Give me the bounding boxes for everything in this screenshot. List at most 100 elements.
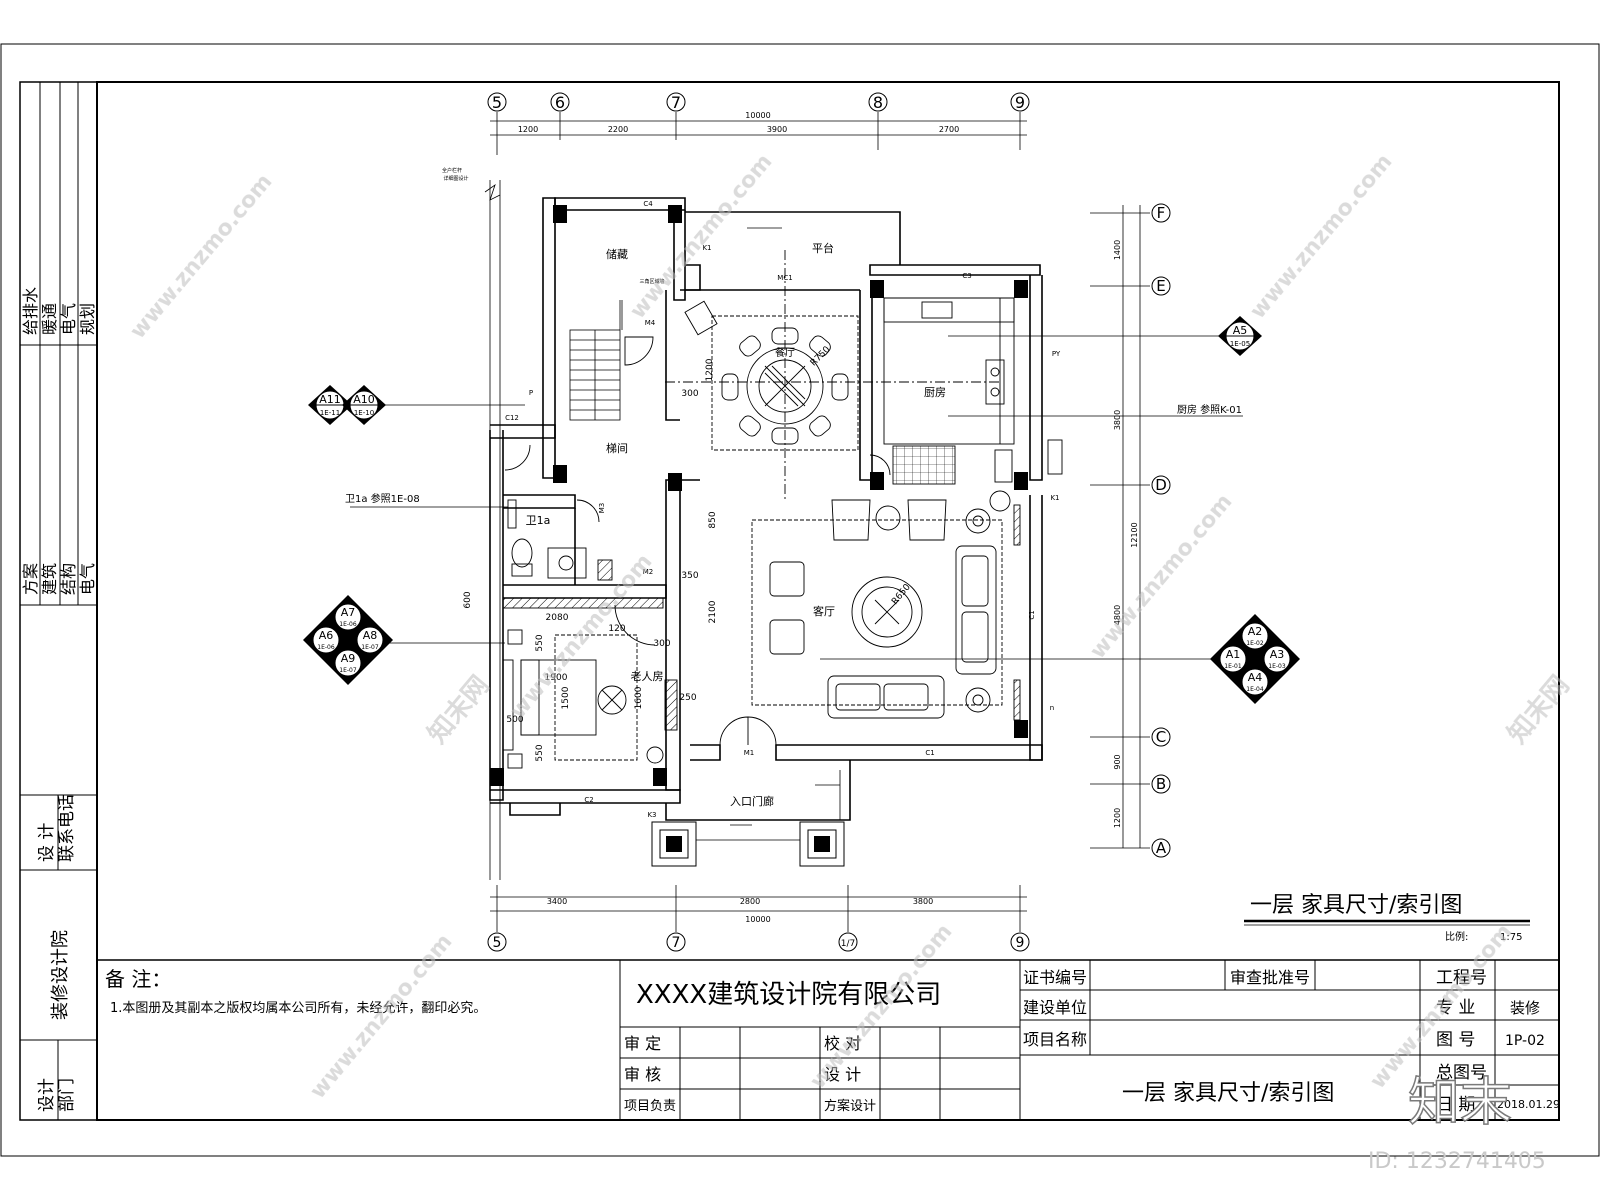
dim-bottom-seg-2: 2800 — [740, 897, 760, 906]
axis-bubble-5-bottom: 5 — [487, 932, 507, 952]
room-dining: 餐厅 — [775, 346, 795, 359]
svg-text:600: 600 — [463, 591, 473, 608]
svg-text:1900: 1900 — [545, 673, 568, 683]
label-cert-no: 证书编号 — [1023, 968, 1087, 987]
callout-a3-ref: 1E-03 — [1268, 663, 1286, 670]
svg-text:F: F — [1157, 204, 1166, 222]
kitchen-area — [883, 297, 1015, 485]
label-m1: M1 — [744, 749, 755, 757]
axis-bubble-9-top: 9 — [1010, 92, 1030, 112]
dim-bottom-seg-3: 3800 — [913, 897, 933, 906]
svg-text:D: D — [1155, 476, 1167, 494]
strip-design-institute: 装修设计院 — [50, 930, 71, 1020]
strip-cell-hvac: 暖通 — [40, 303, 59, 335]
label-r650: R650 — [890, 582, 913, 607]
strip-cell-architecture: 建筑 — [40, 563, 59, 595]
axis-bubble-5-top: 5 — [487, 92, 507, 112]
dim-bottom-seg-1: 3400 — [547, 897, 567, 906]
bath-ref: 卫1a 参照1E-08 — [345, 492, 420, 505]
label-drawing-no: 图 号 — [1436, 1030, 1475, 1050]
svg-text:B: B — [1156, 775, 1166, 793]
label-approval-no: 审查批准号 — [1230, 968, 1310, 987]
value-specialty: 装修 — [1510, 999, 1540, 1017]
room-storage: 储藏 — [606, 247, 628, 261]
strip-cell-planning: 规划 — [78, 303, 97, 335]
label-c2: C2 — [584, 796, 593, 804]
axis-bubble-1-7-bottom: 1/7 — [838, 932, 858, 952]
watermark-brand-1: 知末网 — [422, 670, 495, 749]
watermark-site-7: www.znzmo.com — [305, 929, 457, 1103]
label-k3: K3 — [647, 811, 656, 819]
right-dimensions: 1400 3800 4800 900 1200 12100 — [1113, 240, 1139, 828]
strip-design-contact: 设 计联系电话 — [37, 794, 77, 862]
label-k1-top: K1 — [702, 244, 711, 252]
svg-text:300: 300 — [681, 389, 698, 399]
left-strip: 给排水 暖通 电气 规划 方案 建筑 结构 电气 设 计联系电话 装修设计院 设… — [19, 81, 98, 1121]
label-c4: C4 — [643, 200, 653, 208]
value-date: 2018.01.29 — [1497, 1098, 1560, 1111]
dim-right-seg-5: 1200 — [1113, 808, 1122, 828]
axis-grid-top: 5 6 7 8 9 — [487, 92, 1030, 155]
axis-bubble-7-top: 7 — [666, 92, 686, 112]
svg-text:2080: 2080 — [546, 613, 569, 623]
watermark-site-5: www.znzmo.com — [1085, 489, 1237, 663]
callout-a7-code: A7 — [341, 606, 356, 619]
callouts: A11 1E-11 A10 1E-10 A5 1E-05 A7 1E-06 A6… — [303, 316, 1300, 704]
stair-note-2: 详细图设计 — [443, 175, 468, 182]
axis-bubble-8-top: 8 — [868, 92, 888, 112]
svg-text:5: 5 — [492, 93, 502, 112]
callout-a11-ref: 1E-11 — [320, 409, 340, 417]
dim-top-seg-2: 2200 — [608, 125, 628, 134]
svg-text:1600: 1600 — [634, 686, 644, 709]
callout-a9-code: A9 — [341, 652, 356, 665]
svg-text:7: 7 — [671, 93, 681, 112]
callout-a8-code: A8 — [363, 629, 378, 642]
strip-design-dept: 设计部门 — [37, 1078, 77, 1112]
watermark-logo: 知末 — [1408, 1073, 1512, 1133]
axis-bubble-F: F — [1151, 203, 1171, 223]
company-name: XXXX建筑设计院有限公司 — [636, 980, 941, 1010]
elder-room — [502, 629, 678, 769]
value-drawing-no: 1P-02 — [1505, 1033, 1545, 1049]
entry-pillars — [651, 821, 845, 867]
scale-value: 1:75 — [1500, 932, 1522, 943]
brand-logo: 知末 ID: 1232741405 — [1368, 1072, 1546, 1174]
svg-text:300: 300 — [653, 639, 670, 649]
callout-a4-ref: 1E-04 — [1246, 686, 1264, 693]
svg-text:C: C — [1156, 728, 1166, 746]
room-labels: 储藏 平台 餐厅 厨房 梯间 卫1a 客厅 老人房 入口门廊 — [526, 241, 946, 808]
ls-dept-line-1: 部门 — [57, 1078, 77, 1112]
living-area — [751, 439, 1063, 721]
svg-text:1500: 1500 — [561, 686, 571, 709]
watermark-site-2: www.znzmo.com — [625, 149, 777, 323]
dim-top-seg-3: 3900 — [767, 125, 787, 134]
label-c1-bottom: C1 — [925, 749, 934, 757]
svg-text:120: 120 — [608, 624, 625, 634]
top-dimensions: 10000 1200 2200 3900 2700 — [518, 111, 959, 134]
watermark-id: ID: 1232741405 — [1368, 1149, 1546, 1174]
room-kitchen: 厨房 — [924, 386, 946, 399]
watermark-site-1: www.znzmo.com — [125, 169, 277, 343]
axis-bubble-7-bottom: 7 — [666, 932, 686, 952]
callout-a5-ref: 1E-05 — [1230, 340, 1250, 348]
bath-area — [502, 499, 664, 609]
axis-bubble-A: A — [1151, 838, 1171, 858]
svg-text:7: 7 — [672, 935, 681, 951]
watermark-site-3: www.znzmo.com — [1245, 149, 1397, 323]
callout-a5-code: A5 — [1233, 324, 1248, 337]
label-py: PY — [1052, 350, 1061, 358]
callout-a4-code: A4 — [1248, 671, 1263, 684]
svg-text:A: A — [1156, 839, 1167, 857]
label-project-name: 项目名称 — [1023, 1030, 1087, 1049]
dim-top-seg-4: 2700 — [939, 125, 959, 134]
callout-a6-code: A6 — [319, 629, 334, 642]
dim-right-total: 12100 — [1130, 522, 1139, 547]
interior-dimensions: 850 350 2100 300 250 300 1200 600 2080 1… — [463, 358, 718, 761]
label-design: 设 计 — [824, 1065, 861, 1084]
dim-right-seg-4: 900 — [1113, 754, 1122, 769]
notes-text: 1.本图册及其副本之版权均属本公司所有，未经允许，翻印必究。 — [110, 1000, 486, 1016]
furniture-labels: R750 R650 三角区域墙 全户栏杆 详细图设计 — [442, 167, 913, 607]
axis-grid-bottom: 5 7 1/7 9 — [487, 885, 1030, 952]
label-scheme-design: 方案设计 — [824, 1098, 876, 1114]
